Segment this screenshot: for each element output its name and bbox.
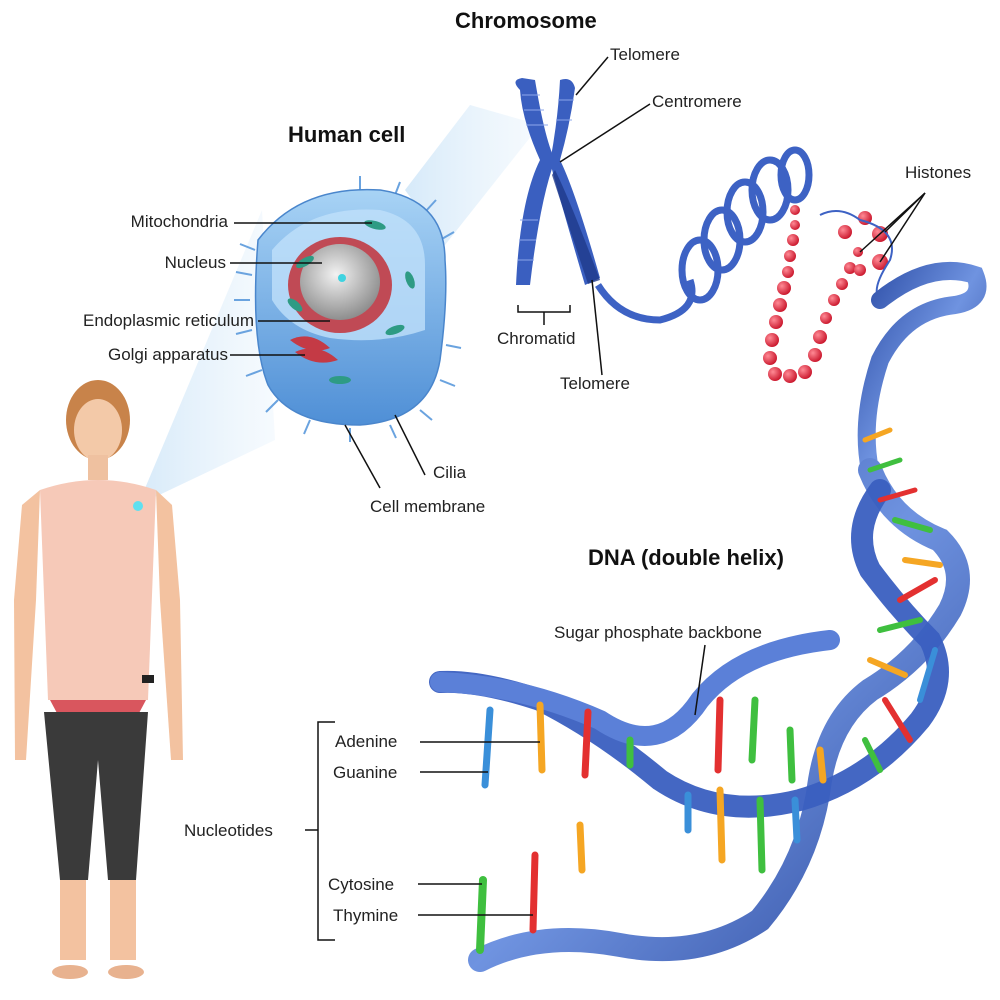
label-cytosine: Cytosine <box>328 875 395 894</box>
magnify-beam-person <box>138 210 275 505</box>
histone-beads <box>763 205 888 383</box>
base-pairs <box>476 427 943 954</box>
label-cilia: Cilia <box>433 463 467 482</box>
leader-lines <box>230 56 926 941</box>
label-telomere-top: Telomere <box>610 45 680 64</box>
label-nucleus: Nucleus <box>164 253 226 272</box>
woman-figure <box>14 380 183 979</box>
label-centromere: Centromere <box>652 92 742 111</box>
chromosome <box>515 78 600 285</box>
label-telomere-bottom: Telomere <box>560 374 630 393</box>
title-dna: DNA (double helix) <box>588 545 784 570</box>
label-endoplasmic-reticulum: Endoplasmic reticulum <box>82 311 254 330</box>
label-golgi-apparatus: Golgi apparatus <box>107 345 228 364</box>
label-mitochondria: Mitochondria <box>130 212 228 231</box>
chromatin-coil <box>595 146 813 324</box>
label-chromatid: Chromatid <box>497 329 576 348</box>
label-thymine: Thymine <box>333 906 399 925</box>
title-human-cell: Human cell <box>288 122 406 147</box>
label-cell-membrane: Cell membrane <box>370 497 486 516</box>
label-guanine: Guanine <box>333 763 398 782</box>
label-sugar-phosphate-backbone: Sugar phosphate backbone <box>554 623 762 642</box>
title-chromosome: Chromosome <box>455 8 597 33</box>
label-histones: Histones <box>905 163 972 182</box>
label-nucleotides: Nucleotides <box>184 821 273 840</box>
dna-thread <box>819 210 893 301</box>
label-adenine: Adenine <box>335 732 398 751</box>
human-cell <box>234 176 462 442</box>
magnify-beam-cell <box>405 105 540 245</box>
dna-helix <box>429 261 987 972</box>
